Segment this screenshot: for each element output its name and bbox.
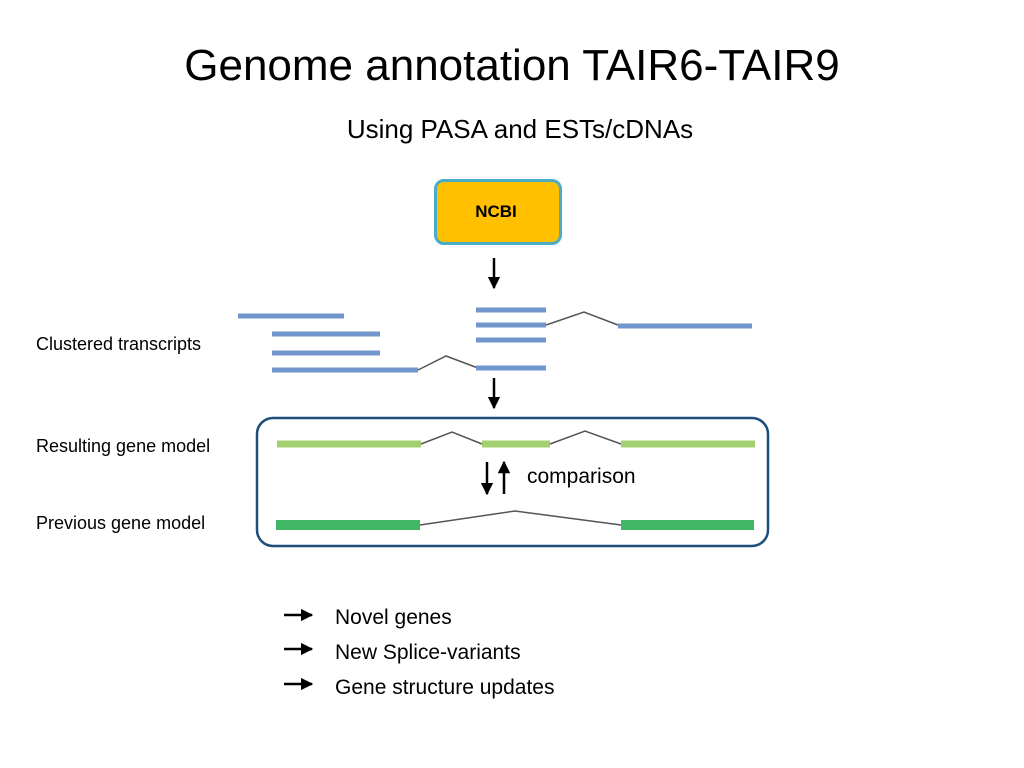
outcome-gene-structure-updates: Gene structure updates <box>335 676 555 699</box>
comparison-frame <box>255 416 770 548</box>
previous-gene-model-label: Previous gene model <box>36 513 206 533</box>
resulting-gene-model <box>277 430 755 448</box>
resulting-gene-model-label: Resulting gene model <box>36 436 211 456</box>
previous-gene-model <box>276 510 754 530</box>
comparison-label: comparison <box>527 465 636 488</box>
slide-title: Genome annotation TAIR6-TAIR9 <box>184 41 840 90</box>
ncbi-label: NCBI <box>475 202 517 221</box>
intron-connector <box>420 431 483 445</box>
slide-subtitle: Using PASA and ESTs/cDNAs <box>346 114 694 144</box>
intron-connector <box>549 430 622 445</box>
left-transcript-cluster <box>238 313 479 373</box>
clustered-transcripts-label: Clustered transcripts <box>36 334 202 354</box>
right-transcript-cluster <box>476 307 752 371</box>
intron-connector <box>545 311 619 326</box>
intron-connector <box>419 510 622 526</box>
intron-connector <box>417 355 479 371</box>
outcome-new-splice-variants: New Splice-variants <box>335 641 521 664</box>
outcome-novel-genes: Novel genes <box>335 606 452 629</box>
ncbi-source-box: NCBI <box>434 179 562 245</box>
